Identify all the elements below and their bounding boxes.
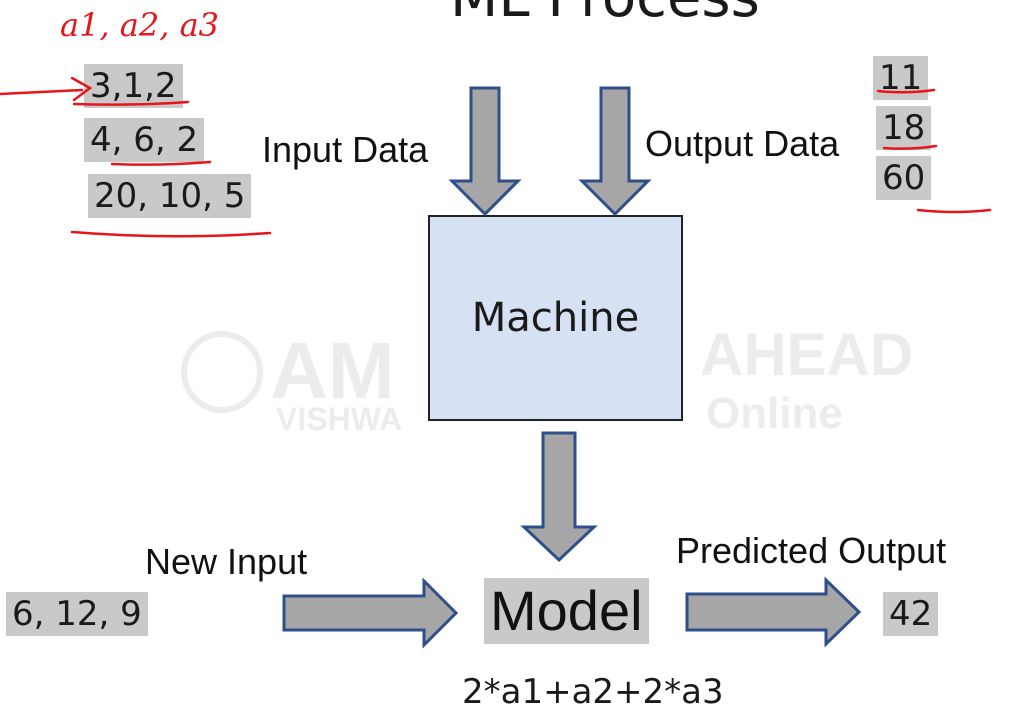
predicted-value: 42 <box>883 592 939 636</box>
underline-output-2 <box>882 144 938 150</box>
underline-row-1 <box>72 100 190 106</box>
predicted-output-label: Predicted Output <box>676 530 947 571</box>
pointer-arrow-head <box>70 76 93 102</box>
input-down-arrow <box>448 86 522 217</box>
new-input-arrow <box>282 577 459 649</box>
model-formula: 2*a1+a2+2*a3 <box>462 672 724 712</box>
handwritten-annotations <box>0 76 992 238</box>
underline-output-3 <box>916 208 992 214</box>
machine-box: Machine <box>428 215 683 421</box>
watermark-subtext-right: Online <box>706 389 843 438</box>
underline-output-1 <box>876 88 936 94</box>
underline-row-2 <box>110 160 212 166</box>
machine-label: Machine <box>471 295 640 341</box>
output-row-2: 18 <box>876 106 932 150</box>
watermark-seal-icon <box>181 331 263 413</box>
predicted-output-arrow <box>685 576 862 648</box>
watermark-text-right: AHEAD <box>700 321 913 388</box>
input-row-2: 4, 6, 2 <box>84 118 205 162</box>
handwritten-header: a1, a2, a3 <box>60 6 219 44</box>
input-data-label: Input Data <box>262 129 429 170</box>
new-input-label: New Input <box>145 541 308 582</box>
new-input-value: 6, 12, 9 <box>6 592 148 636</box>
underline-row-3 <box>70 230 272 238</box>
watermark-subtext-left: VISHWA <box>276 401 402 437</box>
pointer-arrow-line <box>0 88 84 96</box>
model-box: Model <box>484 578 649 644</box>
input-row-1: 3,1,2 <box>84 64 183 108</box>
page-title: ML Process <box>450 0 760 30</box>
input-row-3: 20, 10, 5 <box>88 174 252 218</box>
output-down-arrow <box>578 86 652 217</box>
watermark-text-left: AM <box>270 326 394 415</box>
output-data-label: Output Data <box>645 123 840 164</box>
machine-to-model-arrow <box>520 431 598 563</box>
output-row-3: 60 <box>876 156 932 200</box>
